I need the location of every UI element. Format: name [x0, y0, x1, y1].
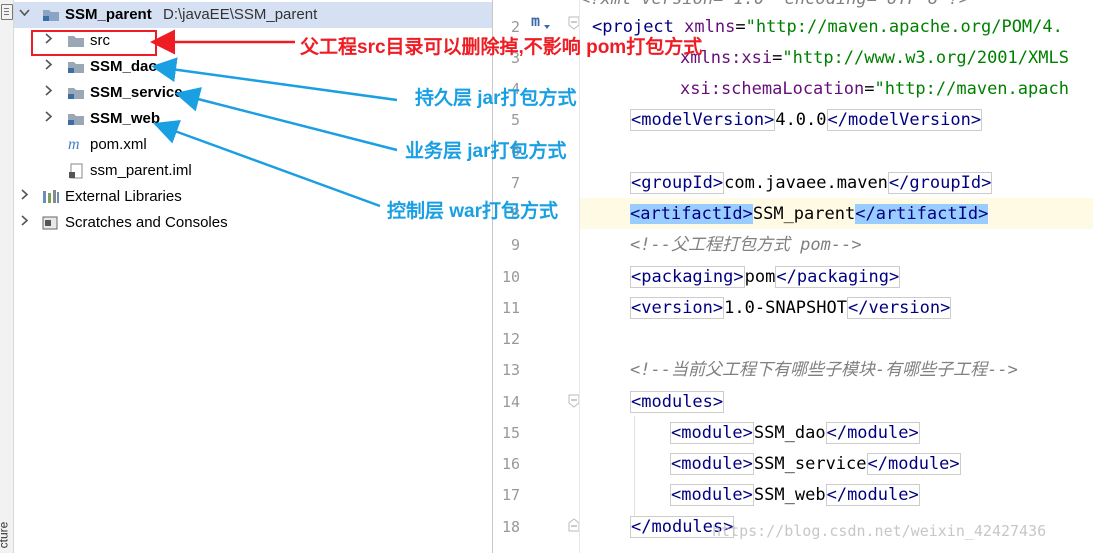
line-number: 16 — [501, 455, 520, 473]
line-number: 6 — [510, 142, 520, 160]
chevron-right-icon[interactable] — [43, 85, 53, 96]
project-tree-panel: SSM_parent D:\javaEE\SSM_parent src SSM_… — [14, 0, 492, 553]
folder-icon — [67, 33, 84, 47]
svg-text:m: m — [531, 12, 540, 30]
watermark: https://blog.csdn.net/weixin_42427436 — [712, 522, 1047, 540]
code-line-14: <modules> — [630, 391, 725, 413]
line-number: 11 — [501, 299, 520, 317]
editor-gutter: 2 3 4 5 6 7 8 9 10 11 12 13 14 15 16 17 … — [493, 0, 580, 553]
iml-file-icon — [67, 163, 84, 179]
project-tool-icon[interactable] — [1, 4, 13, 20]
line-number: 4 — [510, 80, 520, 98]
line-number: 8 — [510, 205, 520, 223]
line-number: 5 — [510, 111, 520, 129]
blue-arrow-dao — [151, 57, 398, 102]
tree-item-label: SSM_dao — [90, 58, 158, 75]
chevron-right-icon[interactable] — [43, 111, 53, 122]
chevron-right-icon[interactable] — [43, 59, 53, 70]
annotation-src: 父工程src目录可以删除掉,不影响 pom打包方式 — [300, 37, 703, 58]
module-folder-icon — [67, 85, 84, 99]
libraries-icon — [42, 189, 59, 203]
tree-item-ssm-parent-iml[interactable]: ssm_parent.iml — [14, 158, 492, 184]
indent-guide — [634, 416, 635, 516]
annotation-dao: 持久层 jar打包方式 — [415, 88, 577, 109]
root-module-path: D:\javaEE\SSM_parent — [163, 6, 318, 23]
annotation-web: 控制层 war打包方式 — [387, 201, 559, 222]
line-number: 9 — [510, 236, 520, 254]
tree-item-label: SSM_service — [90, 84, 183, 101]
svg-text:m: m — [68, 136, 80, 152]
chevron-right-icon[interactable] — [19, 215, 29, 226]
code-line-18: </modules> — [630, 516, 735, 538]
tree-item-ssm-service[interactable]: SSM_service — [14, 80, 492, 106]
code-line-9: <!--父工程打包方式 pom--> — [630, 235, 862, 255]
code-line-1: <?xml version="1.0" encoding="UTF-8"?> — [580, 0, 969, 15]
blue-arrow-web — [153, 119, 381, 208]
root-module-name: SSM_parent — [65, 6, 152, 23]
chevron-right-icon[interactable] — [43, 33, 53, 44]
code-line-10: <packaging>pom</packaging> — [630, 266, 901, 288]
code-editor[interactable]: <?xml version="1.0" encoding="UTF-8"?> <… — [580, 0, 1093, 553]
fold-marker-icon[interactable] — [568, 518, 580, 532]
fold-marker-icon[interactable] — [568, 16, 580, 30]
structure-tool-strip: cture — [0, 0, 14, 553]
line-number: 18 — [501, 518, 520, 536]
line-number: 17 — [501, 486, 520, 504]
maven-gutter-icon[interactable]: m — [529, 10, 551, 32]
line-number: 13 — [501, 361, 520, 379]
code-line-13: <!--当前父工程下有哪些子模块-有哪些子工程--> — [630, 360, 1018, 380]
line-number: 2 — [510, 18, 520, 36]
module-folder-icon — [67, 111, 84, 125]
tree-external-libraries[interactable]: External Libraries — [14, 184, 492, 210]
line-number: 7 — [510, 174, 520, 192]
panel-divider[interactable] — [492, 0, 493, 553]
chevron-down-icon[interactable] — [19, 7, 30, 17]
code-line-4: xsi:schemaLocation="http://maven.apach — [680, 79, 1069, 99]
fold-marker-icon[interactable] — [568, 394, 580, 408]
scratches-icon — [42, 215, 59, 230]
line-number: 12 — [501, 330, 520, 348]
tree-item-label: pom.xml — [90, 136, 147, 153]
tree-item-src[interactable]: src — [14, 28, 492, 54]
module-folder-icon — [42, 7, 59, 21]
tree-root-ssm-parent[interactable]: SSM_parent D:\javaEE\SSM_parent — [14, 2, 492, 28]
tree-item-ssm-web[interactable]: SSM_web — [14, 106, 492, 132]
tree-item-ssm-dao[interactable]: SSM_dao — [14, 54, 492, 80]
code-line-3: xmlns:xsi="http://www.w3.org/2001/XMLS — [680, 48, 1069, 68]
code-line-8: <artifactId>SSM_parent</artifactId> — [630, 204, 989, 224]
module-folder-icon — [67, 59, 84, 73]
tree-scratches-consoles[interactable]: Scratches and Consoles — [14, 210, 492, 236]
code-line-11: <version>1.0-SNAPSHOT</version> — [630, 297, 952, 319]
tree-item-label: SSM_web — [90, 110, 161, 127]
code-line-5: <modelVersion>4.0.0</modelVersion> — [630, 109, 983, 131]
code-line-15: <module>SSM_dao</module> — [670, 422, 920, 444]
tree-item-label: External Libraries — [65, 188, 182, 205]
chevron-right-icon[interactable] — [19, 189, 29, 200]
line-number: 3 — [510, 49, 520, 67]
tree-item-label: Scratches and Consoles — [65, 214, 228, 231]
blue-arrow-service — [174, 87, 398, 152]
tree-item-pom-xml[interactable]: m pom.xml — [14, 132, 492, 158]
line-number: 15 — [501, 424, 520, 442]
code-line-2: <project xmlns="http://maven.apache.org/… — [592, 17, 1063, 37]
line-number: 10 — [501, 268, 520, 286]
tree-item-label: src — [90, 32, 110, 49]
code-line-17: <module>SSM_web</module> — [670, 484, 920, 506]
code-line-7: <groupId>com.javaee.maven</groupId> — [630, 172, 993, 194]
code-line-16: <module>SSM_service</module> — [670, 453, 961, 475]
gutter-separator — [579, 0, 580, 553]
line-number: 14 — [501, 393, 520, 411]
maven-file-icon: m — [67, 136, 84, 153]
tree-item-label: ssm_parent.iml — [90, 162, 192, 179]
annotation-service: 业务层 jar打包方式 — [405, 141, 567, 162]
